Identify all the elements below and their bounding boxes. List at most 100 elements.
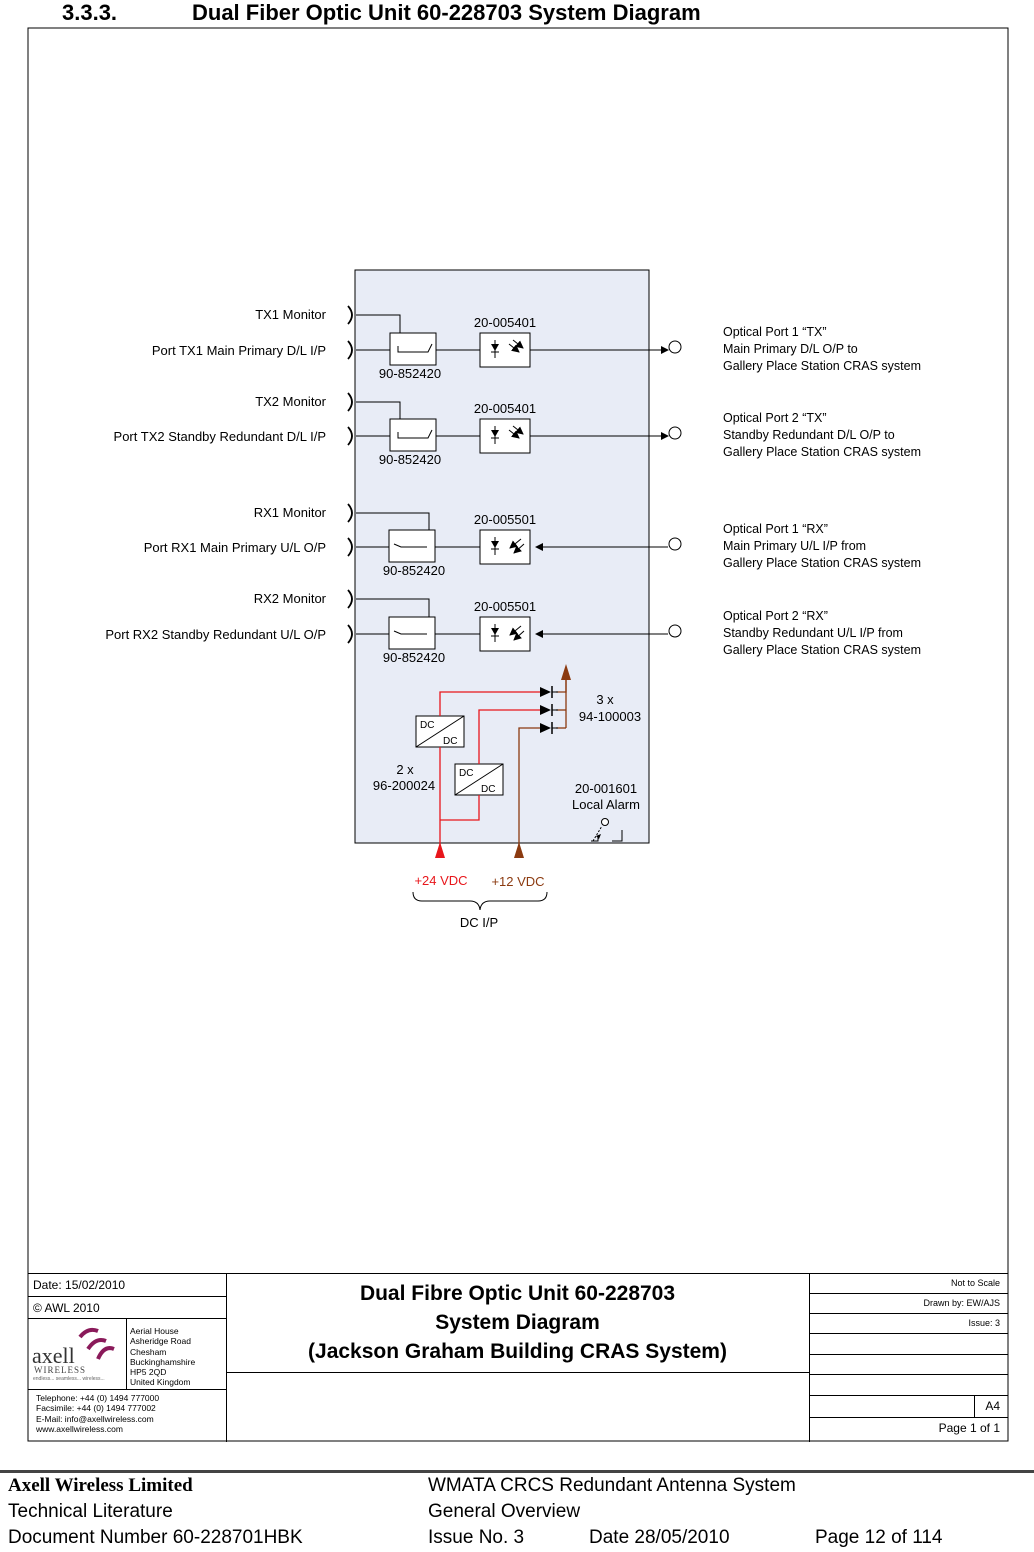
light-arrow (513, 630, 525, 641)
optical-port-dest: Gallery Place Station CRAS system (723, 359, 921, 373)
tb-drawn-by: Drawn by: EW/AJS (923, 1298, 1000, 1308)
power-section: DC DC DC DC (373, 664, 641, 930)
section-heading: 3.3.3. Dual Fiber Optic Unit 60-228703 Sy… (62, 0, 701, 26)
coupler-path (397, 429, 433, 439)
optical-port-title: Optical Port 2 “TX” (723, 411, 827, 425)
footer-system: WMATA CRCS Redundant Antenna System (428, 1475, 796, 1496)
monitor-port-label: RX2 Monitor (254, 591, 327, 606)
address-line: Aerial House (130, 1326, 179, 1336)
light-arrow (508, 429, 520, 439)
optical-connector (668, 426, 682, 440)
coupler-path (397, 343, 433, 353)
rf-port-label: Port RX1 Main Primary U/L O/P (144, 540, 326, 555)
address-line: HP5 2QD (130, 1367, 167, 1378)
transceiver-part-label: 20-005501 (474, 599, 536, 614)
footer-docnum: Document Number 60-228701HBK (8, 1527, 303, 1548)
input-24v-label: +24 VDC (414, 873, 467, 888)
converter-2-dc-in: DC (459, 768, 473, 779)
optical-connector (668, 537, 682, 551)
optical-port-desc: Main Primary D/L O/P to (723, 342, 858, 356)
tb-date: Date: 15/02/2010 (33, 1278, 126, 1292)
optical-receiver (479, 529, 531, 565)
coupler-path (393, 543, 427, 548)
coupler-path (393, 630, 427, 635)
diode-part-label: 94-100003 (579, 709, 641, 724)
address-line: United Kingdom (130, 1377, 191, 1388)
converter-1-dc-in: DC (420, 720, 434, 731)
tb-title-line1: Dual Fibre Optic Unit 60-228703 (359, 1282, 676, 1305)
rf-connector (347, 340, 353, 360)
rf-connector (347, 426, 353, 446)
monitor-connector (347, 305, 353, 325)
tb-size: A4 (985, 1399, 1000, 1413)
light-arrow (512, 425, 524, 435)
rf-port-label: Port TX1 Main Primary D/L I/P (152, 343, 326, 358)
optical-receiver (479, 616, 531, 652)
tb-issue: Issue: 3 (968, 1318, 1000, 1328)
coupler-part-label: 90-852420 (383, 650, 445, 665)
title-block: Date: 15/02/2010 © AWL 2010 axell WIRELE… (28, 1273, 1008, 1442)
optical-port-title: Optical Port 2 “RX” (723, 609, 828, 623)
light-arrow (513, 543, 525, 554)
diode-qty-label: 3 x (596, 692, 614, 707)
footer-page: Page 12 of 114 (815, 1527, 943, 1548)
light-arrow (512, 339, 524, 349)
dc-input-brace (412, 891, 548, 911)
rf-port-label: Port RX2 Standby Redundant U/L O/P (105, 627, 326, 642)
footer-rule (0, 1470, 1034, 1473)
dc-input-label: DC I/P (460, 915, 498, 930)
monitor-line (356, 401, 401, 419)
logo-tagline: endless... seamless... wireless... (33, 1376, 105, 1382)
coupler-box (388, 616, 436, 650)
monitor-line (356, 314, 401, 333)
tb-title-line2: System Diagram (435, 1311, 600, 1334)
contact-line: Telephone: +44 (0) 1494 777000 (36, 1393, 160, 1403)
dc-dc-converter-2: DC DC (454, 763, 504, 796)
optical-port-desc: Standby Redundant U/L I/P from (723, 626, 903, 640)
rf-connector (347, 537, 353, 557)
drawing-frame (27, 27, 1009, 1442)
local-alarm-contact (591, 818, 623, 842)
alarm-label: Local Alarm (572, 797, 640, 812)
tb-address: Aerial House Asheridge Road Chesham Buck… (130, 1326, 195, 1388)
section-title: Dual Fiber Optic Unit 60-228703 System D… (192, 0, 701, 25)
address-line: Asheridge Road (130, 1336, 191, 1347)
coupler-box (388, 529, 436, 563)
optical-transmitter (479, 418, 531, 454)
section-number: 3.3.3. (62, 0, 118, 25)
optical-port-dest: Gallery Place Station CRAS system (723, 445, 921, 459)
footer-overview: General Overview (428, 1501, 581, 1522)
optical-transmitter (479, 332, 531, 368)
logo-name: axell (32, 1343, 75, 1368)
contact-line: Facsimile: +44 (0) 1494 777002 (36, 1403, 156, 1414)
contact-line: E-Mail: info@axellwireless.com (36, 1413, 154, 1424)
transceiver-part-label: 20-005401 (474, 315, 536, 330)
monitor-line (356, 512, 430, 530)
contact-line: www.axellwireless.com (36, 1423, 123, 1434)
coupler-part-label: 90-852420 (383, 563, 445, 578)
converter-2-dc-out: DC (481, 784, 495, 795)
rf-connector (347, 624, 353, 644)
input-12v-label: +12 VDC (491, 874, 544, 889)
alarm-part-label: 20-001601 (575, 781, 637, 796)
monitor-connector (347, 392, 353, 412)
optical-connector (668, 624, 682, 638)
monitor-connector (347, 503, 353, 523)
footer-issue: Issue No. 3 (428, 1527, 525, 1548)
address-line: Chesham (130, 1346, 167, 1357)
address-line: Buckinghamshire (130, 1356, 196, 1367)
footer-literature: Technical Literature (8, 1501, 173, 1522)
monitor-line (356, 598, 430, 617)
tb-title: Dual Fibre Optic Unit 60-228703 System D… (226, 1279, 809, 1366)
light-arrow (508, 343, 520, 353)
input-12v-arrow (514, 842, 524, 858)
optical-port-desc: Main Primary U/L I/P from (723, 539, 866, 553)
axell-logo-mark (78, 1327, 115, 1360)
footer-date: Date 28/05/2010 (589, 1527, 730, 1548)
footer-company: Axell Wireless Limited (8, 1475, 193, 1496)
monitor-connector (347, 589, 353, 609)
or-diodes (540, 686, 558, 734)
